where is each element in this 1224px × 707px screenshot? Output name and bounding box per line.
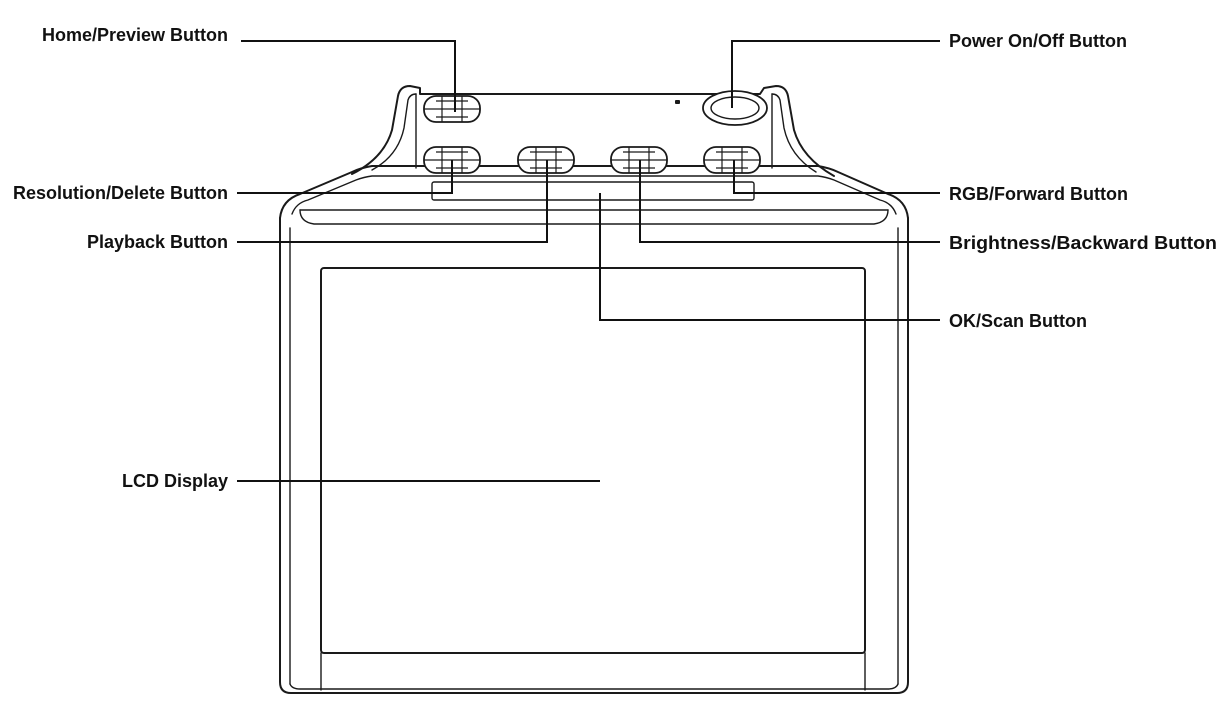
lcd-screen (320, 267, 866, 654)
leader-rgb-forward (733, 160, 940, 194)
label-power: Power On/Off Button (949, 31, 1127, 51)
top-lip (279, 165, 909, 219)
leader-home-preview (241, 40, 456, 112)
label-rgb-forward: RGB/Forward Button (949, 184, 1128, 204)
leader-brightness-backward (639, 160, 940, 243)
label-brightness-backward: Brightness/Backward Button (949, 233, 1217, 253)
label-lcd: LCD Display (122, 471, 228, 491)
power-button-ring (710, 96, 760, 120)
label-ok-scan: OK/Scan Button (949, 311, 1087, 331)
control-panel (351, 85, 835, 177)
housing-bottom-inner (289, 683, 899, 690)
tray-front-edge (299, 209, 889, 225)
leader-resolution-delete (237, 160, 453, 194)
housing-outer (279, 217, 909, 694)
leader-lines (237, 40, 940, 482)
ok-scan-bar (431, 181, 755, 201)
leader-playback (237, 160, 548, 243)
callout-labels: Home/Preview Button Power On/Off Button … (13, 25, 1217, 491)
device-outline (279, 85, 909, 694)
label-home-preview: Home/Preview Button (42, 25, 228, 45)
control-panel-face (415, 93, 773, 169)
power-button (702, 90, 768, 126)
rgb-forward-button (703, 146, 761, 174)
leader-power (731, 40, 940, 108)
leader-ok-scan (599, 193, 940, 321)
control-panel-inner (371, 93, 817, 173)
label-resolution-delete: Resolution/Delete Button (13, 183, 228, 203)
home-preview-button (423, 95, 481, 123)
label-playback: Playback Button (87, 232, 228, 252)
indicator-led (675, 100, 680, 104)
top-lip-inner (291, 175, 897, 215)
